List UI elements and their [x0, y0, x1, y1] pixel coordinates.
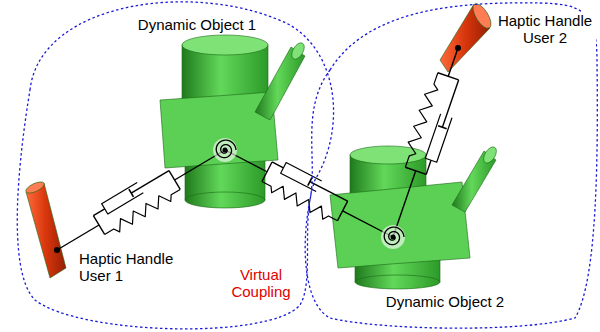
- pivot-dot: [223, 148, 228, 153]
- damper-symbol: [281, 163, 322, 192]
- object-label: Haptic Handle User 1: [78, 250, 184, 285]
- damper-body: [281, 163, 322, 192]
- object-cylinder-top: [182, 35, 268, 55]
- coupling-bar: [262, 162, 272, 182]
- damper-rod: [93, 209, 104, 216]
- object-label: Haptic Handle User 2: [494, 12, 596, 47]
- torsion-spring-symbol: [384, 227, 404, 245]
- dashed-boundary: [305, 3, 597, 328]
- damper-rod: [310, 182, 348, 202]
- pivot-dot: [391, 235, 396, 240]
- coupling-bar: [338, 201, 348, 221]
- haptic-handle-end: [24, 180, 46, 196]
- torsion-spring-ground: [213, 138, 237, 162]
- damper-rod: [272, 162, 283, 168]
- damper-symbol: [425, 114, 452, 162]
- object-cylinder-end: [355, 275, 440, 289]
- object-block: [330, 182, 470, 268]
- region-outline-shape: [295, 0, 600, 332]
- attach-dot: [54, 247, 60, 253]
- object-arm-end: [481, 145, 499, 166]
- object-cylinder-end: [185, 192, 265, 208]
- damper-rod: [426, 160, 431, 174]
- damper-body: [102, 182, 144, 213]
- object-label: Dynamic Object 1: [137, 16, 257, 33]
- coupling-line: [448, 48, 458, 76]
- torsion-spring-symbol: [216, 140, 236, 158]
- damper-rod: [131, 171, 169, 194]
- coupling-bar: [93, 216, 104, 235]
- coupling-line: [57, 225, 99, 250]
- damper-rod: [442, 80, 458, 127]
- coupling-bar: [169, 171, 180, 190]
- haptic-handle: [26, 183, 66, 278]
- spring-symbol: [262, 182, 338, 221]
- coupling-bar: [405, 167, 426, 174]
- annotation-label: Virtual Coupling: [223, 266, 299, 301]
- damper-piston: [129, 189, 134, 197]
- torsion-spring-ground: [381, 225, 405, 249]
- haptic-handle-end: [469, 1, 494, 31]
- dashed-boundary: [17, 2, 333, 329]
- damper-body: [425, 114, 452, 162]
- damper-symbol: [102, 182, 144, 213]
- object-cylinder-top: [350, 146, 426, 164]
- region-outline: Haptic Handle User 2 Dynamic Object 2: [295, 0, 600, 332]
- object-label: Dynamic Object 2: [385, 293, 505, 310]
- object-arm-end: [289, 41, 307, 62]
- attach-dot: [455, 45, 461, 51]
- coupling-bar: [438, 73, 459, 80]
